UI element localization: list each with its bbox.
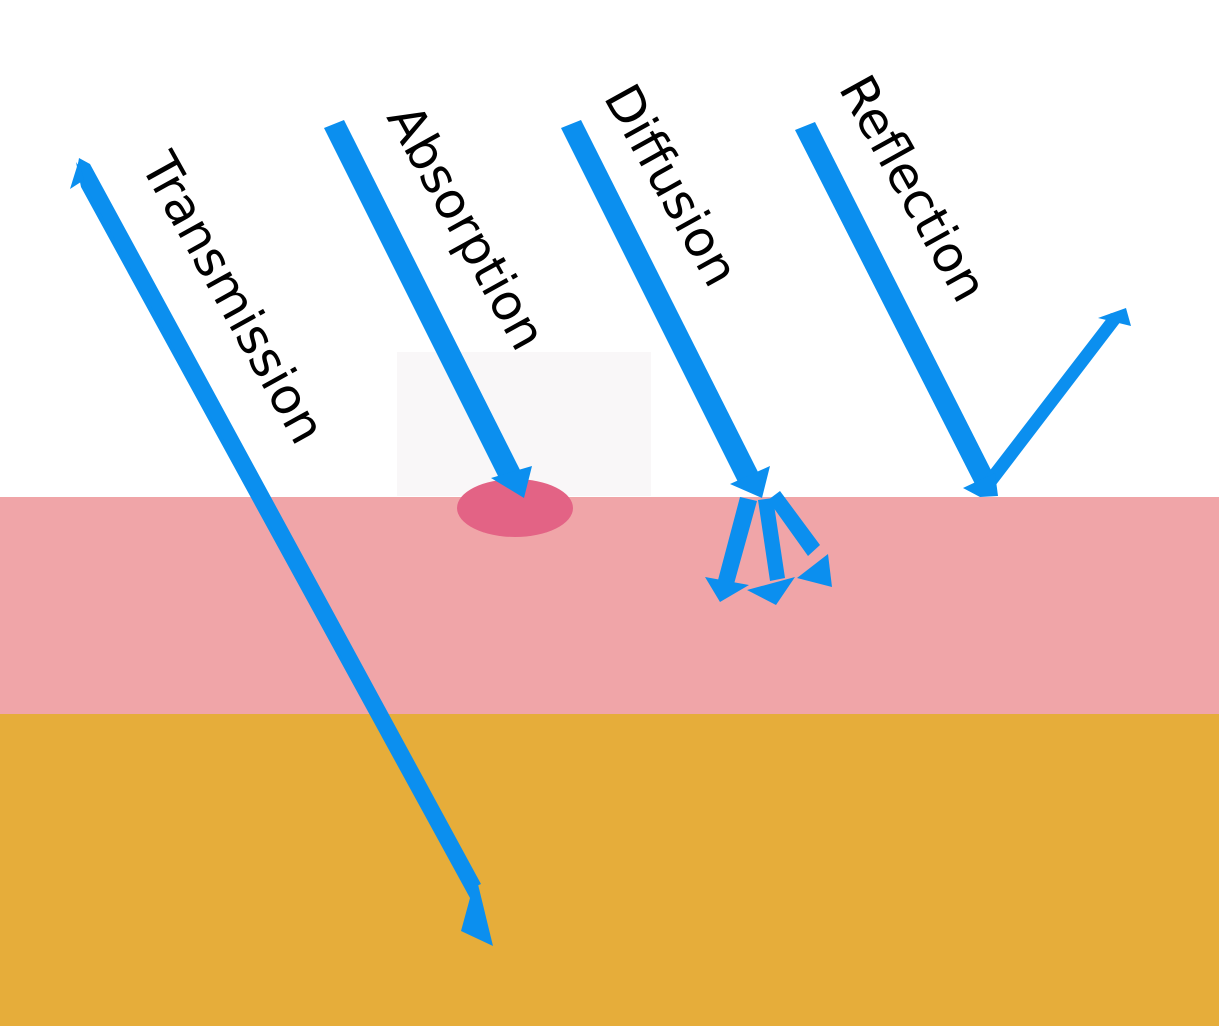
diffusion-arrow-shaft <box>561 120 758 482</box>
diffusion-scatter-arrowhead-1 <box>705 577 749 602</box>
diffusion-scatter-arrow-1 <box>718 497 757 584</box>
diffusion-scatter-arrowhead-2 <box>747 577 795 605</box>
diffusion-arrowhead <box>730 466 770 498</box>
transmission-arrowhead <box>461 876 493 946</box>
diffusion-scatter-arrow-2 <box>758 498 785 581</box>
reflection-outgoing-arrowhead <box>1098 308 1131 326</box>
deep-layer <box>0 714 1219 1026</box>
diffusion-scatter-arrow-3 <box>768 491 820 556</box>
skin-layer <box>0 497 1219 714</box>
arrows <box>70 120 1131 946</box>
absorption-arrowhead <box>491 466 532 498</box>
reflection-outgoing-arrow <box>981 313 1121 490</box>
absorption-arrow-shaft <box>324 120 520 480</box>
absorption-spot <box>457 479 573 537</box>
reflection-joint <box>963 473 998 497</box>
transmission-arrow-tail <box>70 160 84 189</box>
transmission-arrow-shaft <box>77 158 481 890</box>
diffusion-scatter-arrowhead-3 <box>797 554 832 587</box>
reflection-incoming-arrow <box>795 122 995 486</box>
